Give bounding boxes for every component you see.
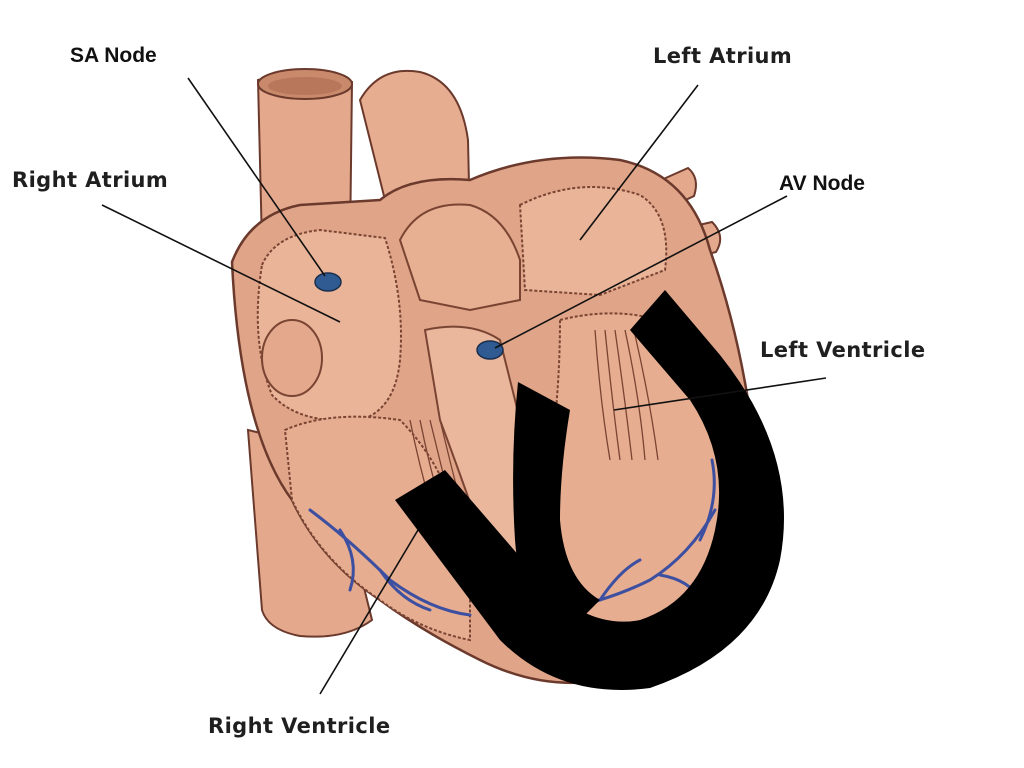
left-atrium-label: Left Atrium [653, 44, 793, 68]
left-ventricle-label: Left Ventricle [760, 338, 926, 362]
right-ventricle-label: Right Ventricle [208, 714, 391, 738]
chordae-tendineae-left [594, 329, 659, 461]
right-atrium-label: Right Atrium [12, 168, 169, 192]
right-atrium-leader [101, 204, 341, 323]
sa-node-leader [187, 77, 326, 277]
left-atrium-leader [579, 84, 699, 241]
sa-node-label: SA Node [70, 44, 157, 67]
left-atrium-chamber [518, 186, 668, 297]
av-node-marker [476, 340, 504, 360]
aortic-root [398, 203, 521, 312]
sa-node-marker [314, 272, 342, 292]
purkinje-fibers [308, 458, 717, 657]
u-overlay-inner-stroke [513, 382, 600, 640]
av-node-label: AV Node [779, 172, 865, 195]
left-ventricle-leader [613, 377, 827, 411]
u-shaped-overlay [395, 290, 784, 690]
right-ventricle-leader [319, 529, 419, 695]
av-node-leader [494, 195, 788, 349]
heart-illustration [230, 68, 754, 685]
leader-lines [101, 77, 827, 695]
valve-bulge [261, 319, 323, 397]
